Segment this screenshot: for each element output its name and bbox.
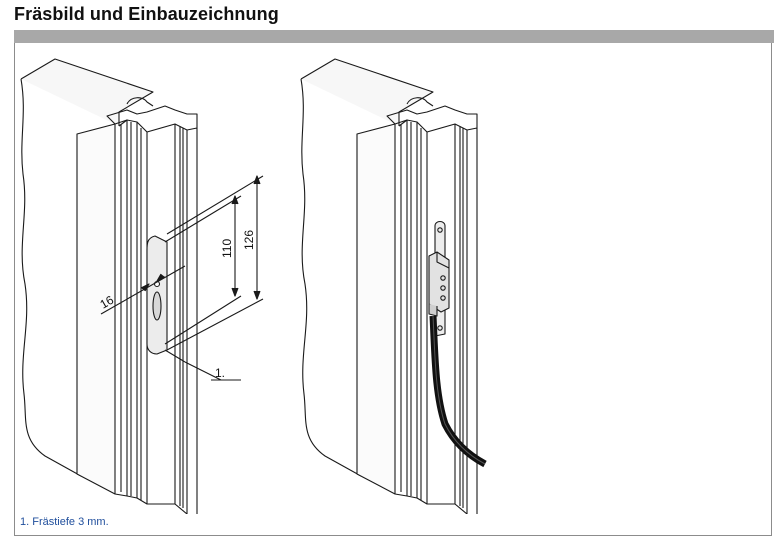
- callout-1-label: 1.: [215, 366, 225, 380]
- milling-drawing: [20, 58, 264, 514]
- dim-126-label: 126: [242, 230, 256, 250]
- frame-profile-right: [356, 123, 396, 495]
- dim-110-label: 110: [220, 239, 234, 258]
- wall-edge-right: [300, 78, 362, 477]
- header-bar: [14, 30, 774, 43]
- wall-edge: [20, 78, 82, 477]
- wall-block-right: [300, 58, 434, 126]
- milling-depth-note: 1. Frästiefe 3 mm.: [20, 516, 109, 528]
- technical-drawing: 16 110 126 1.: [20, 58, 487, 514]
- page-title: Fräsbild und Einbauzeichnung: [14, 4, 279, 24]
- pocket-slot: [152, 291, 162, 321]
- dim-16-label: 16: [98, 293, 117, 312]
- sensor-module: [428, 251, 450, 313]
- content-frame: [14, 43, 772, 536]
- installation-drawing: [300, 58, 487, 514]
- wall-block: [20, 58, 154, 126]
